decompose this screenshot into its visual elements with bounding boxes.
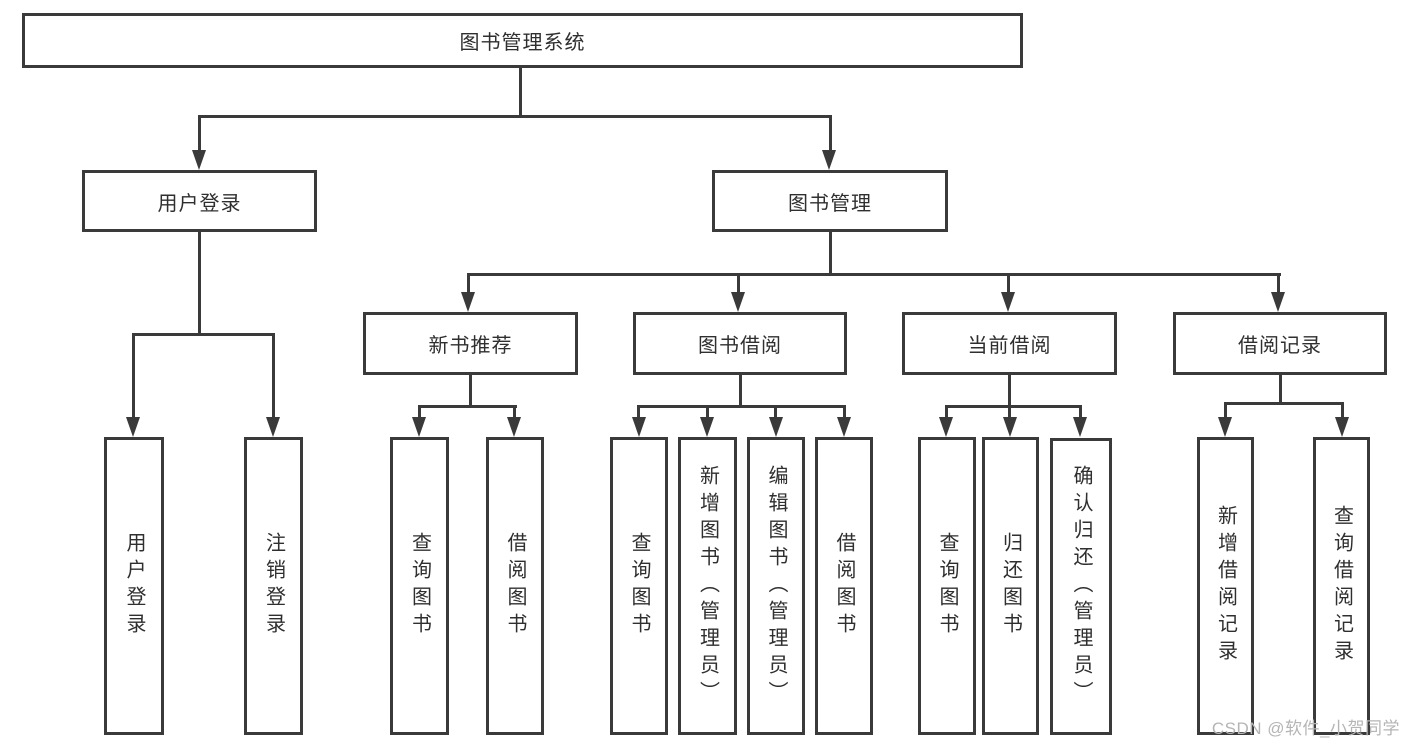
leaf-edit-books-admin-label: 编辑图书（管理员）: [765, 464, 787, 708]
connector-line: [637, 405, 640, 419]
node-current-borrowing-label: 当前借阅: [967, 335, 1052, 357]
arrowhead-down-icon: [126, 417, 140, 437]
node-book-borrowing-label: 图书借阅: [698, 335, 782, 357]
connector-line: [739, 375, 742, 408]
arrowhead-down-icon: [1001, 292, 1015, 312]
connector-line: [1007, 273, 1010, 295]
leaf-confirm-return-admin-label: 确认归还（管理员）: [1070, 465, 1092, 708]
arrowhead-down-icon: [731, 292, 745, 312]
node-user-login: 用户登录: [82, 170, 317, 232]
connector-line: [829, 115, 832, 153]
node-user-login-label: 用户登录: [157, 192, 242, 215]
arrowhead-down-icon: [507, 417, 521, 437]
leaf-return-books-label: 归还图书: [999, 532, 1022, 640]
arrowhead-down-icon: [837, 417, 851, 437]
leaf-query-borrow-record-label: 查询借阅记录: [1330, 505, 1353, 667]
leaf-borrowing-query-books: 查询图书: [610, 437, 668, 735]
connector-line: [519, 66, 522, 118]
csdn-watermark: CSDN @软件_小贺同学: [1211, 719, 1400, 738]
leaf-recommend-query-books: 查询图书: [390, 437, 449, 735]
connector-line: [467, 273, 1281, 276]
leaf-add-borrow-record: 新增借阅记录: [1197, 437, 1254, 735]
connector-line: [1277, 273, 1280, 295]
leaf-logout-label: 注销登录: [262, 532, 285, 640]
leaf-user-login-label: 用户登录: [123, 532, 145, 640]
connector-line: [418, 405, 517, 408]
connector-line: [418, 405, 421, 419]
connector-line: [467, 273, 470, 295]
node-root-system: 图书管理系统: [22, 13, 1023, 68]
node-new-book-recommend: 新书推荐: [363, 312, 578, 375]
arrowhead-down-icon: [461, 292, 475, 312]
leaf-query-borrow-record: 查询借阅记录: [1313, 437, 1370, 735]
leaf-recommend-borrow-books-label: 借阅图书: [504, 532, 526, 640]
connector-line: [829, 232, 832, 276]
arrowhead-down-icon: [266, 417, 280, 437]
connector-line: [774, 405, 777, 419]
leaf-borrowing-borrow-books-label: 借阅图书: [833, 532, 855, 640]
leaf-edit-books-admin: 编辑图书（管理员）: [747, 437, 805, 735]
connector-line: [198, 115, 201, 153]
connector-line: [1341, 402, 1344, 419]
connector-line: [1224, 402, 1227, 419]
connector-line: [132, 333, 135, 421]
arrowhead-down-icon: [769, 417, 783, 437]
connector-line: [843, 405, 846, 419]
connector-line: [272, 333, 275, 421]
arrowhead-down-icon: [822, 150, 836, 170]
connector-line: [706, 405, 709, 419]
connector-line: [132, 333, 275, 336]
node-book-borrowing: 图书借阅: [633, 312, 847, 375]
connector-line: [1279, 375, 1282, 405]
node-root-label: 图书管理系统: [459, 32, 586, 54]
connector-line: [945, 405, 948, 419]
leaf-borrowing-query-books-label: 查询图书: [628, 532, 650, 640]
connector-line: [198, 115, 832, 118]
leaf-current-query-books: 查询图书: [918, 437, 976, 735]
arrowhead-down-icon: [1271, 292, 1285, 312]
node-borrowing-records: 借阅记录: [1173, 312, 1387, 375]
connector-line: [737, 273, 740, 295]
connector-line: [637, 405, 846, 408]
arrowhead-down-icon: [1335, 417, 1349, 437]
leaf-user-login: 用户登录: [104, 437, 164, 735]
leaf-return-books: 归还图书: [982, 437, 1039, 735]
leaf-current-query-books-label: 查询图书: [936, 532, 958, 640]
arrowhead-down-icon: [1218, 417, 1232, 437]
arrowhead-down-icon: [412, 417, 426, 437]
connector-line: [198, 232, 201, 335]
node-current-borrowing: 当前借阅: [902, 312, 1117, 375]
arrowhead-down-icon: [700, 417, 714, 437]
connector-line: [1008, 375, 1011, 408]
arrowhead-down-icon: [1073, 417, 1087, 437]
leaf-add-books-admin-label: 新增图书（管理员）: [696, 464, 719, 708]
arrowhead-down-icon: [1003, 417, 1017, 437]
arrowhead-down-icon: [632, 417, 646, 437]
arrowhead-down-icon: [192, 150, 206, 170]
connector-line: [945, 405, 1082, 408]
node-book-management-label: 图书管理: [788, 192, 872, 215]
arrowhead-down-icon: [939, 417, 953, 437]
connector-line: [1008, 405, 1011, 419]
connector-line: [1079, 405, 1082, 419]
connector-line: [1224, 402, 1344, 405]
node-new-book-recommend-label: 新书推荐: [428, 335, 513, 357]
leaf-confirm-return-admin: 确认归还（管理员）: [1050, 438, 1112, 735]
leaf-recommend-borrow-books: 借阅图书: [486, 437, 544, 735]
node-borrowing-records-label: 借阅记录: [1238, 335, 1322, 357]
node-book-management: 图书管理: [712, 170, 948, 232]
leaf-recommend-query-books-label: 查询图书: [408, 532, 431, 640]
leaf-add-books-admin: 新增图书（管理员）: [678, 437, 737, 735]
leaf-borrowing-borrow-books: 借阅图书: [815, 437, 873, 735]
connector-line: [513, 405, 516, 419]
leaf-add-borrow-record-label: 新增借阅记录: [1214, 505, 1237, 667]
leaf-logout: 注销登录: [244, 437, 303, 735]
connector-line: [469, 375, 472, 408]
